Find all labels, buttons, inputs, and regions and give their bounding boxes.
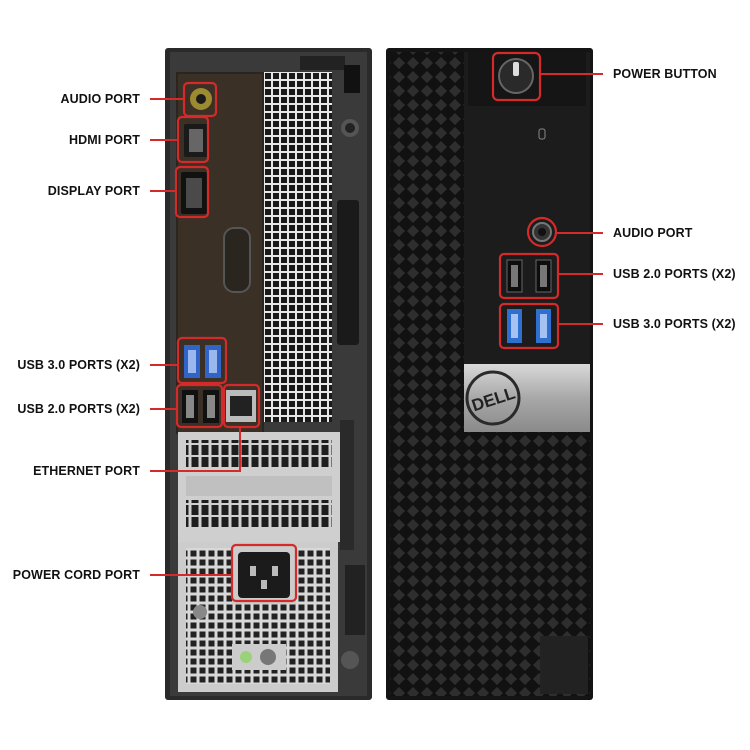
highlight-power-button — [491, 51, 542, 102]
highlight-ethernet — [222, 383, 261, 429]
highlight-boxes — [174, 51, 560, 603]
label-ethernet-port: ETHERNET PORT — [33, 464, 140, 478]
highlight-usb2-back — [175, 383, 224, 429]
back-panel — [165, 48, 372, 700]
highlight-usb3-back — [176, 336, 228, 385]
label-usb2-front: USB 2.0 PORTS (X2) — [613, 267, 736, 281]
label-usb3-back: USB 3.0 PORTS (X2) — [17, 358, 140, 372]
label-power-cord-port: POWER CORD PORT — [12, 568, 140, 582]
label-audio-port-front: AUDIO PORT — [613, 226, 693, 240]
highlight-usb2-front — [498, 252, 560, 300]
leader-lines — [150, 73, 603, 576]
label-audio-port-back: AUDIO PORT — [60, 92, 140, 106]
label-display-port: DISPLAY PORT — [47, 184, 140, 198]
label-usb3-front: USB 3.0 PORTS (X2) — [613, 317, 736, 331]
label-usb2-back: USB 2.0 PORTS (X2) — [17, 402, 140, 416]
label-hdmi-port: HDMI PORT — [68, 133, 140, 147]
highlight-usb3-front — [498, 302, 560, 350]
highlight-power-cord — [230, 543, 298, 603]
label-power-button: POWER BUTTON — [613, 67, 717, 81]
front-panel — [386, 48, 593, 700]
